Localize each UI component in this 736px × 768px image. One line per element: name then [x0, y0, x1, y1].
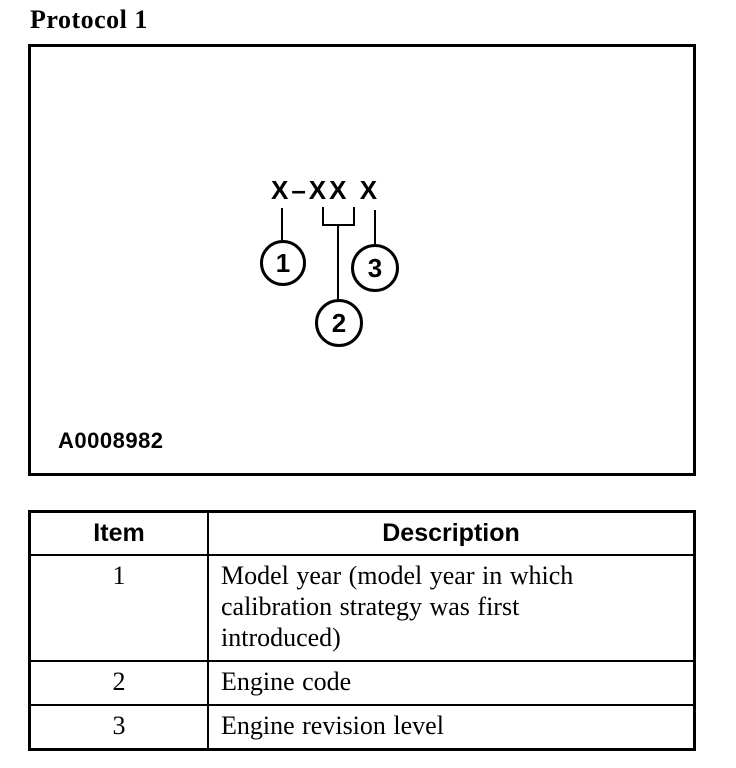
table-row: 2 Engine code — [28, 660, 696, 706]
callout-bracket-left — [322, 207, 324, 224]
calibration-code-text: X–XX X — [271, 175, 381, 205]
callout-circle-3: 3 — [351, 244, 399, 292]
callout-number-2: 2 — [331, 308, 347, 338]
callout-number-3: 3 — [367, 253, 383, 283]
figure-box: X–XX X 1 2 3 A0008982 — [28, 44, 696, 476]
item-column-header: Item — [28, 510, 209, 556]
callout-line-2 — [337, 225, 339, 299]
table-header: Item Description — [28, 510, 696, 556]
table-row: 1 Model year (model year in which calibr… — [28, 554, 696, 662]
callout-circle-2: 2 — [315, 299, 363, 347]
description-cell: Engine revision level — [207, 704, 696, 751]
callout-bracket-right — [353, 207, 355, 224]
page-title: Protocol 1 — [30, 5, 148, 34]
item-cell: 2 — [28, 660, 209, 706]
item-cell: 1 — [28, 554, 209, 662]
callout-line-1 — [281, 208, 283, 240]
callout-number-1: 1 — [275, 248, 291, 278]
item-description-table: Item Description 1 Model year (model yea… — [28, 510, 696, 751]
callout-circle-1: 1 — [260, 240, 306, 286]
table-header-row: Item Description — [28, 510, 696, 556]
callout-line-3 — [374, 210, 376, 244]
description-cell: Engine code — [207, 660, 696, 706]
description-column-header: Description — [207, 510, 696, 556]
figure-id-label: A0008982 — [58, 428, 164, 453]
table-body: 1 Model year (model year in which calibr… — [28, 554, 696, 751]
item-cell: 3 — [28, 704, 209, 751]
description-cell: Model year (model year in which calibrat… — [207, 554, 696, 662]
table-row: 3 Engine revision level — [28, 704, 696, 751]
